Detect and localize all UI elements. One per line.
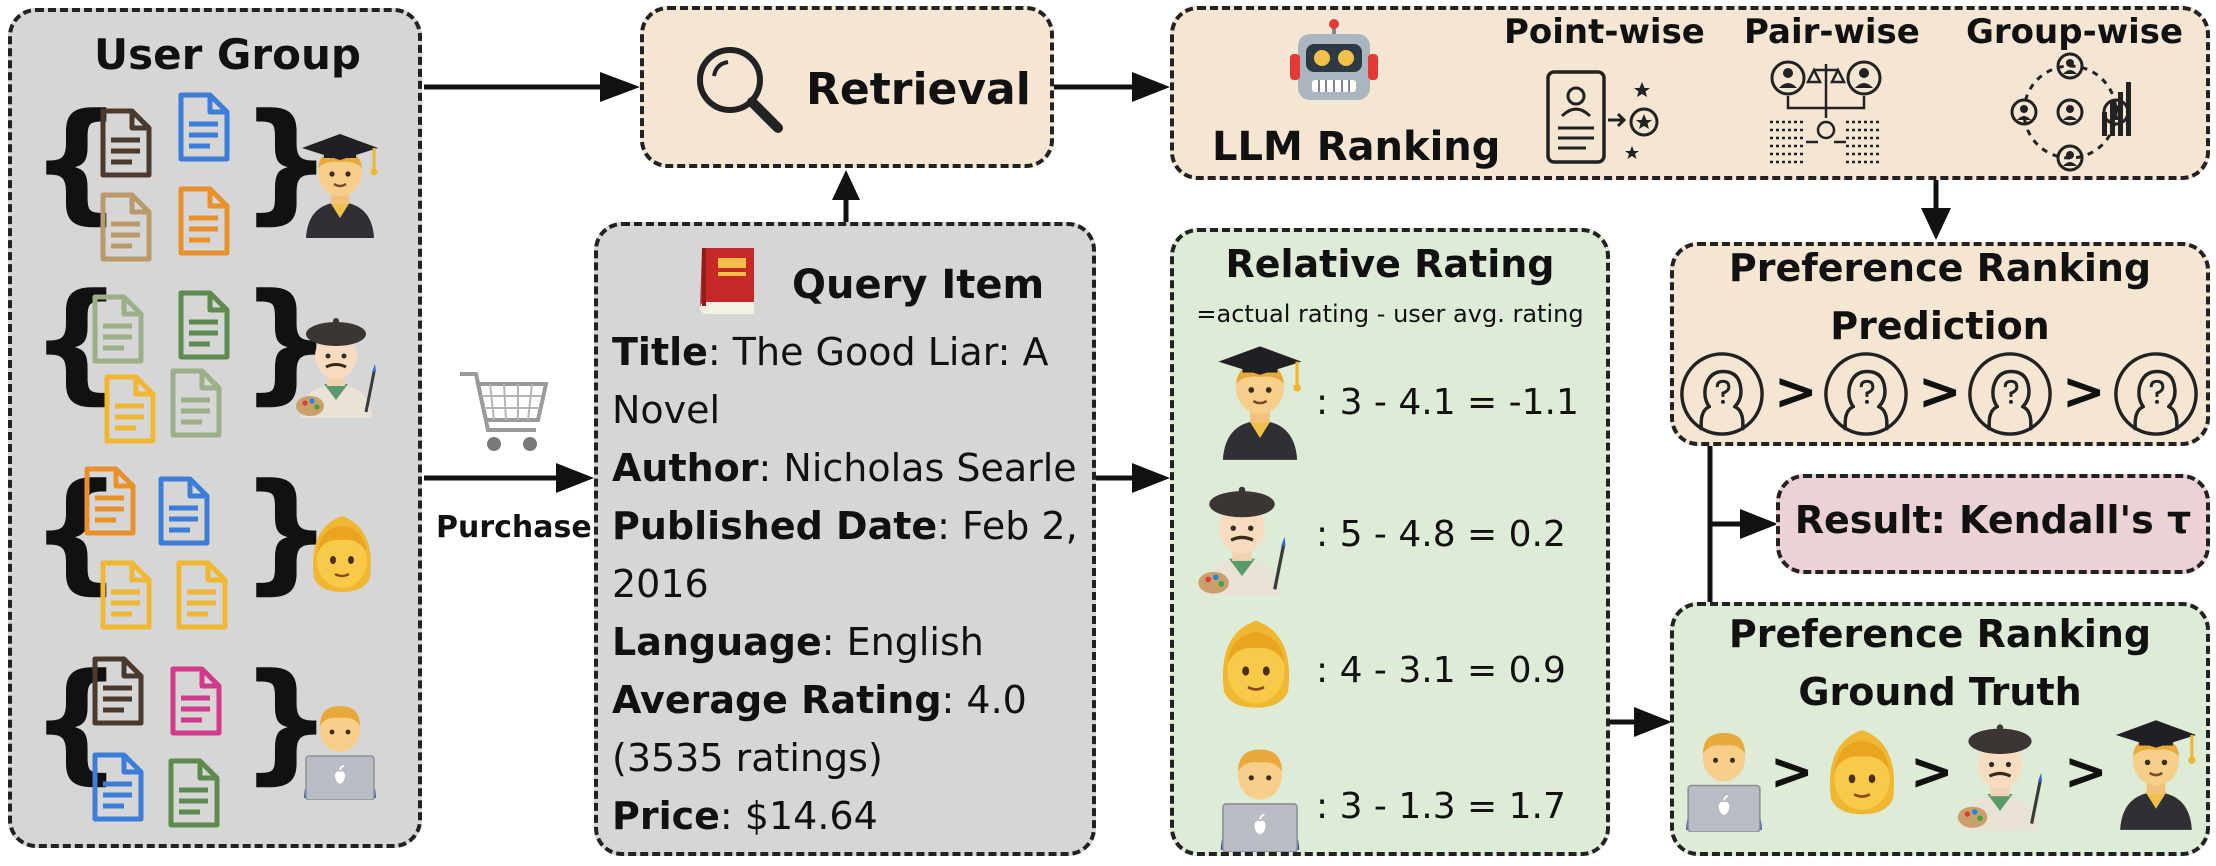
- query-item-panel: [594, 222, 1096, 856]
- rating-formula: : 4 - 3.1 = 0.9: [1316, 650, 1566, 691]
- rank-separator: >: [1918, 362, 1962, 422]
- rank-separator: >: [1770, 742, 1814, 802]
- ground-truth-title-line2: Ground Truth: [1798, 670, 2082, 714]
- rank-separator: >: [1774, 362, 1818, 422]
- unknown-person-icon: [1966, 350, 2054, 438]
- field-title-cont: Novel: [612, 388, 721, 432]
- field-language: Language: English: [612, 620, 984, 664]
- field-published-date: Published Date: Feb 2,: [612, 504, 1078, 548]
- query-item-title: Query Item: [792, 262, 1045, 308]
- woman-icon: [1816, 710, 1908, 832]
- point-wise-label: Point-wise: [1504, 12, 1705, 52]
- field-rating-count: (3535 ratings): [612, 736, 883, 780]
- woman-icon: [1208, 600, 1304, 726]
- unknown-person-icon: [2112, 350, 2200, 438]
- result-panel: [1776, 474, 2210, 574]
- purchase-label: Purchase: [436, 510, 592, 545]
- relative-rating-title: Relative Rating: [1225, 242, 1555, 286]
- unknown-person-icon: [1822, 350, 1910, 438]
- rank-separator: >: [2064, 742, 2108, 802]
- unknown-person-icon: [1678, 350, 1766, 438]
- field-price: Price: $14.64: [612, 794, 878, 838]
- pair-wise-icon: [1770, 60, 1882, 164]
- robot-icon: [1290, 19, 1378, 100]
- magnifier-icon: [697, 47, 783, 133]
- rating-formula: : 3 - 4.1 = -1.1: [1316, 382, 1579, 423]
- prediction-title-line2: Prediction: [1830, 304, 2050, 348]
- result-label: Result: Kendall's τ: [1794, 498, 2192, 542]
- rating-formula: : 3 - 1.3 = 1.7: [1316, 786, 1566, 827]
- point-wise-icon: [1546, 70, 1659, 164]
- group-wise-label: Group-wise: [1966, 12, 2184, 52]
- artist-icon: [1956, 716, 2044, 832]
- graduate-icon: [1214, 342, 1306, 462]
- rank-separator: >: [1910, 742, 1954, 802]
- book-icon: [700, 248, 754, 314]
- graduate-icon: [2112, 716, 2200, 832]
- field-author: Author: Nicholas Searle: [612, 446, 1077, 490]
- brace-left: {: [30, 85, 123, 237]
- artist-icon: [1196, 478, 1288, 598]
- technologist-icon: [1214, 732, 1306, 852]
- field-published-date-cont: 2016: [612, 562, 709, 606]
- technologist-icon: [1680, 716, 1768, 832]
- field-title: Title: The Good Liar: A: [612, 330, 1049, 374]
- prediction-title-line1: Preference Ranking: [1728, 246, 2152, 290]
- user-group-title: User Group: [94, 30, 361, 79]
- relative-rating-subtitle: =actual rating - user avg. rating: [1196, 300, 1584, 328]
- retrieval-label: Retrieval: [806, 64, 1031, 115]
- shopping-cart-icon: [460, 372, 549, 451]
- pair-wise-label: Pair-wise: [1744, 12, 1920, 52]
- group-wise-icon: [2010, 52, 2131, 172]
- field-average-rating: Average Rating: 4.0: [612, 678, 1027, 722]
- retrieval-panel: [640, 6, 1054, 168]
- rating-formula: : 5 - 4.8 = 0.2: [1316, 514, 1566, 555]
- brace-right: }: [240, 85, 333, 237]
- rank-separator: >: [2062, 362, 2106, 422]
- ground-truth-title-line1: Preference Ranking: [1728, 612, 2152, 656]
- llm-ranking-label: LLM Ranking: [1212, 124, 1501, 170]
